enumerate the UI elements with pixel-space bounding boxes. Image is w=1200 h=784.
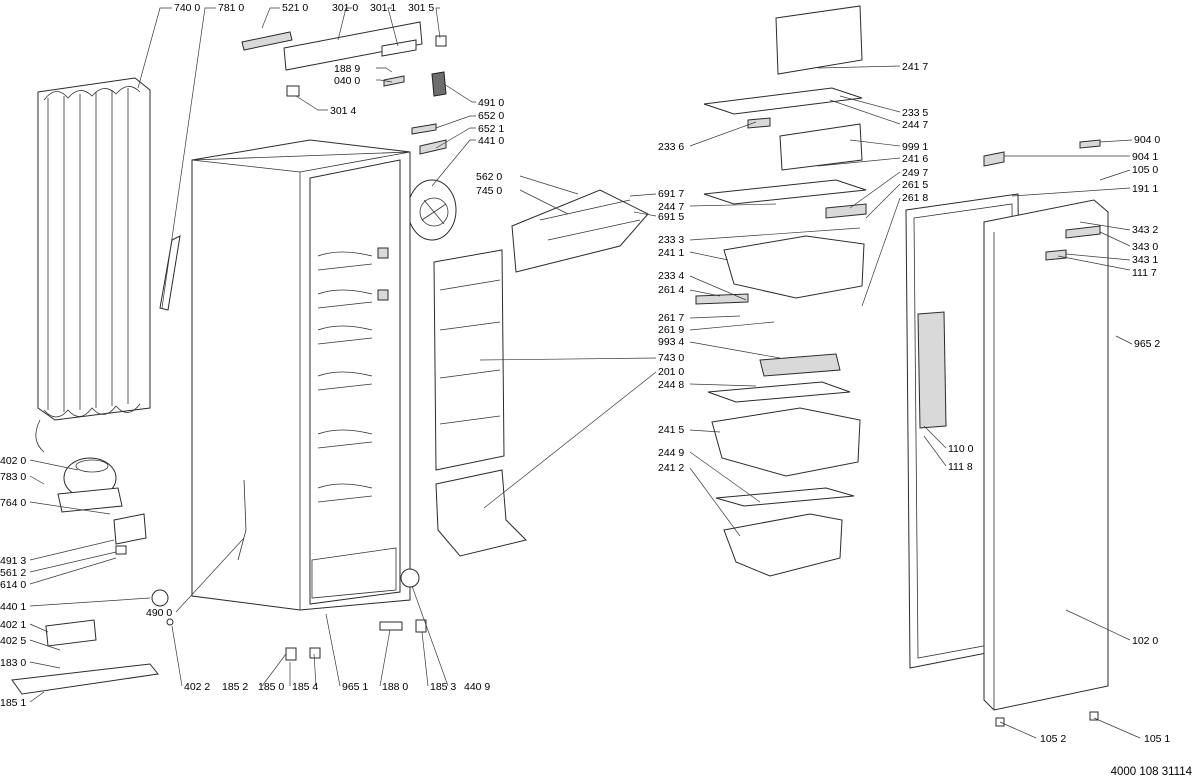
callout-label: 241 2 — [658, 462, 684, 474]
callout-label: 261 4 — [658, 284, 684, 296]
callout-label: 402 5 — [0, 635, 26, 647]
callout-label: 241 7 — [902, 61, 928, 73]
callout-label: 301 1 — [370, 2, 396, 14]
callout-label: 999 1 — [902, 141, 928, 153]
callout-label: 185 1 — [0, 697, 26, 709]
leader-lines — [29, 7, 1141, 739]
callout-label: 261 5 — [902, 179, 928, 191]
callout-label: 241 6 — [902, 153, 928, 165]
callout-label: 244 8 — [658, 379, 684, 391]
air-duct-assembly — [433, 189, 649, 557]
callout-label: 614 0 — [0, 579, 26, 591]
callout-label: 402 2 — [184, 681, 210, 693]
document-number: 4000 108 31114 — [1110, 766, 1192, 778]
callout-label: 244 7 — [658, 201, 684, 213]
callout-label: 440 9 — [464, 681, 490, 693]
callout-label: 652 0 — [478, 110, 504, 122]
callout-label: 105 2 — [1040, 733, 1066, 745]
callout-label: 441 0 — [478, 135, 504, 147]
callout-label: 183 0 — [0, 657, 26, 669]
callout-labels: 740 0 781 0 521 0 301 0 301 1 301 5 188 … — [0, 2, 1170, 745]
callout-label: 188 9 — [334, 63, 360, 75]
callout-label: 343 2 — [1132, 224, 1158, 236]
callout-label: 491 3 — [0, 555, 26, 567]
callout-label: 185 3 — [430, 681, 456, 693]
compressor — [57, 457, 123, 513]
callout-label: 191 1 — [1132, 183, 1158, 195]
control-parts — [241, 21, 447, 155]
refrigerator-cabinet — [191, 139, 411, 611]
callout-label: 111 8 — [948, 461, 973, 473]
callout-label: 521 0 — [282, 2, 308, 14]
callout-label: 241 5 — [658, 424, 684, 436]
callout-label: 233 3 — [658, 234, 684, 246]
callout-label: 402 0 — [0, 455, 26, 467]
refrigerator-door — [917, 139, 1109, 727]
callout-label: 201 0 — [658, 366, 684, 378]
callout-label: 261 8 — [902, 192, 928, 204]
callout-label: 652 1 — [478, 123, 504, 135]
callout-label: 185 0 — [258, 681, 284, 693]
callout-label: 965 2 — [1134, 338, 1160, 350]
callout-label: 343 1 — [1132, 254, 1158, 266]
callout-label: 691 7 — [658, 188, 684, 200]
callout-label: 185 2 — [222, 681, 248, 693]
lower-components — [11, 513, 427, 695]
callout-label: 102 0 — [1132, 635, 1158, 647]
evaporator-fan — [407, 179, 457, 241]
callout-label: 965 1 — [342, 681, 368, 693]
callout-label: 993 4 — [658, 336, 684, 348]
callout-label: 111 7 — [1132, 267, 1157, 279]
drain-tube — [159, 235, 181, 311]
callout-label: 233 5 — [902, 107, 928, 119]
callout-label: 244 7 — [902, 119, 928, 131]
callout-label: 402 1 — [0, 619, 26, 631]
callout-label: 764 0 — [0, 497, 26, 509]
callout-label: 105 0 — [1132, 164, 1158, 176]
condenser-coil — [35, 77, 151, 453]
callout-label: 783 0 — [0, 471, 26, 483]
callout-label: 040 0 — [334, 75, 360, 87]
callout-label: 904 1 — [1132, 151, 1158, 163]
callout-label: 105 1 — [1144, 733, 1170, 745]
callout-label: 110 0 — [948, 443, 974, 455]
callout-label: 904 0 — [1134, 134, 1160, 146]
callout-label: 343 0 — [1132, 241, 1158, 253]
callout-label: 261 9 — [658, 324, 684, 336]
shelves-and-drawers — [695, 5, 867, 577]
callout-label: 244 9 — [658, 447, 684, 459]
callout-label: 440 1 — [0, 601, 26, 613]
callout-label: 301 5 — [408, 2, 434, 14]
callout-label: 691 5 — [658, 211, 684, 223]
callout-label: 745 0 — [476, 185, 502, 197]
callout-label: 743 0 — [658, 352, 684, 364]
callout-label: 185 4 — [292, 681, 318, 693]
callout-label: 233 4 — [658, 270, 684, 282]
callout-label: 188 0 — [382, 681, 408, 693]
callout-label: 249 7 — [902, 167, 928, 179]
callout-label: 781 0 — [218, 2, 244, 14]
callout-label: 491 0 — [478, 97, 504, 109]
callout-label: 233 6 — [658, 141, 684, 153]
callout-label: 241 1 — [658, 247, 684, 259]
callout-label: 261 7 — [658, 312, 684, 324]
callout-label: 301 4 — [330, 105, 356, 117]
callout-label: 740 0 — [174, 2, 200, 14]
callout-label: 301 0 — [332, 2, 358, 14]
callout-label: 562 0 — [476, 171, 502, 183]
callout-label: 490 0 — [146, 607, 172, 619]
callout-label: 561 2 — [0, 567, 26, 579]
